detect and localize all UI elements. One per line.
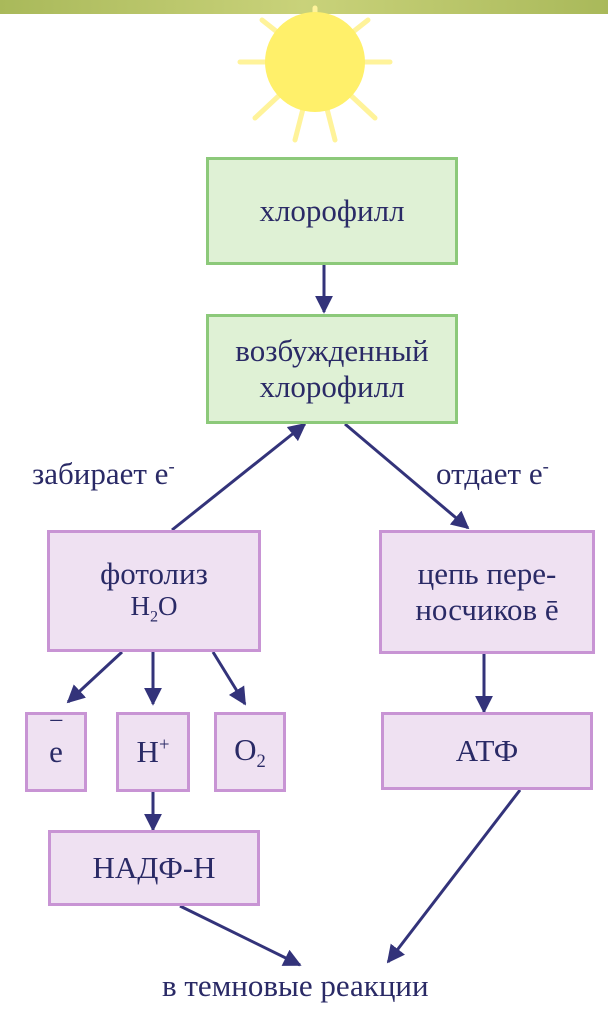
carrier-chain-line2: носчиков ē [415,592,558,628]
photolysis-box: фотолиз H2O [47,530,261,652]
carrier-chain-line1: цепь пере- [417,556,557,592]
proton-sup: + [158,734,170,756]
atp-box: АТФ [381,712,593,790]
electron-box: e ‾ [25,712,87,792]
photolysis-o: O [158,591,178,622]
photolysis-sub: 2 [149,607,159,626]
oxygen-text: O [234,731,257,767]
proton-label: H+ [137,734,170,770]
carrier-chain-box: цепь пере- носчиков ē [379,530,595,654]
oxygen-label: O2 [234,732,266,773]
arrow-photolysis-to-excited [171,422,307,532]
excited-chlorophyll-line2: хлорофилл [259,369,405,404]
arrow-excited-to-chain [344,422,470,530]
sun-icon [237,5,393,143]
arrow-photolysis-to-electron [66,650,124,704]
nadph-label: НАДФ-Н [92,850,216,886]
chlorophyll-box: хлорофилл [206,157,458,265]
arrow-nadph-to-dark [179,904,302,967]
excited-chlorophyll-box: возбужденный хлорофилл [206,314,458,424]
photolysis-formula: H2O [130,591,177,626]
gives-electron-text: отдает e [436,456,543,491]
arrow-photolysis-to-oxygen [211,651,247,706]
oxygen-box: O2 [214,712,286,792]
electron-label: e ‾ [49,716,63,770]
arrow-atp-to-dark [386,789,522,964]
carrier-chain-electron: ē [544,592,559,627]
photolysis-line1: фотолиз [100,555,208,591]
electron-text: e [49,734,63,770]
nadph-box: НАДФ-Н [48,830,260,906]
top-banner-strip [0,0,608,14]
carrier-chain-text: носчиков [415,592,538,627]
atp-label: АТФ [455,733,519,769]
proton-box: H+ [116,712,190,792]
photolysis-h: H [130,591,150,622]
gives-electron-label: отдает e- [436,456,549,492]
dark-reactions-label: в темновые реакции [162,968,429,1003]
excited-chlorophyll-line1: возбужденный [235,333,429,369]
electron-mark: ‾ [51,716,62,752]
takes-electron-label: забирает e- [32,456,175,492]
proton-text: H [136,734,159,770]
oxygen-sub: 2 [256,750,266,772]
takes-electron-text: забирает e [32,456,169,491]
gives-electron-sup: - [542,456,549,478]
chlorophyll-label: хлорофилл [259,193,405,229]
takes-electron-sup: - [168,456,175,478]
